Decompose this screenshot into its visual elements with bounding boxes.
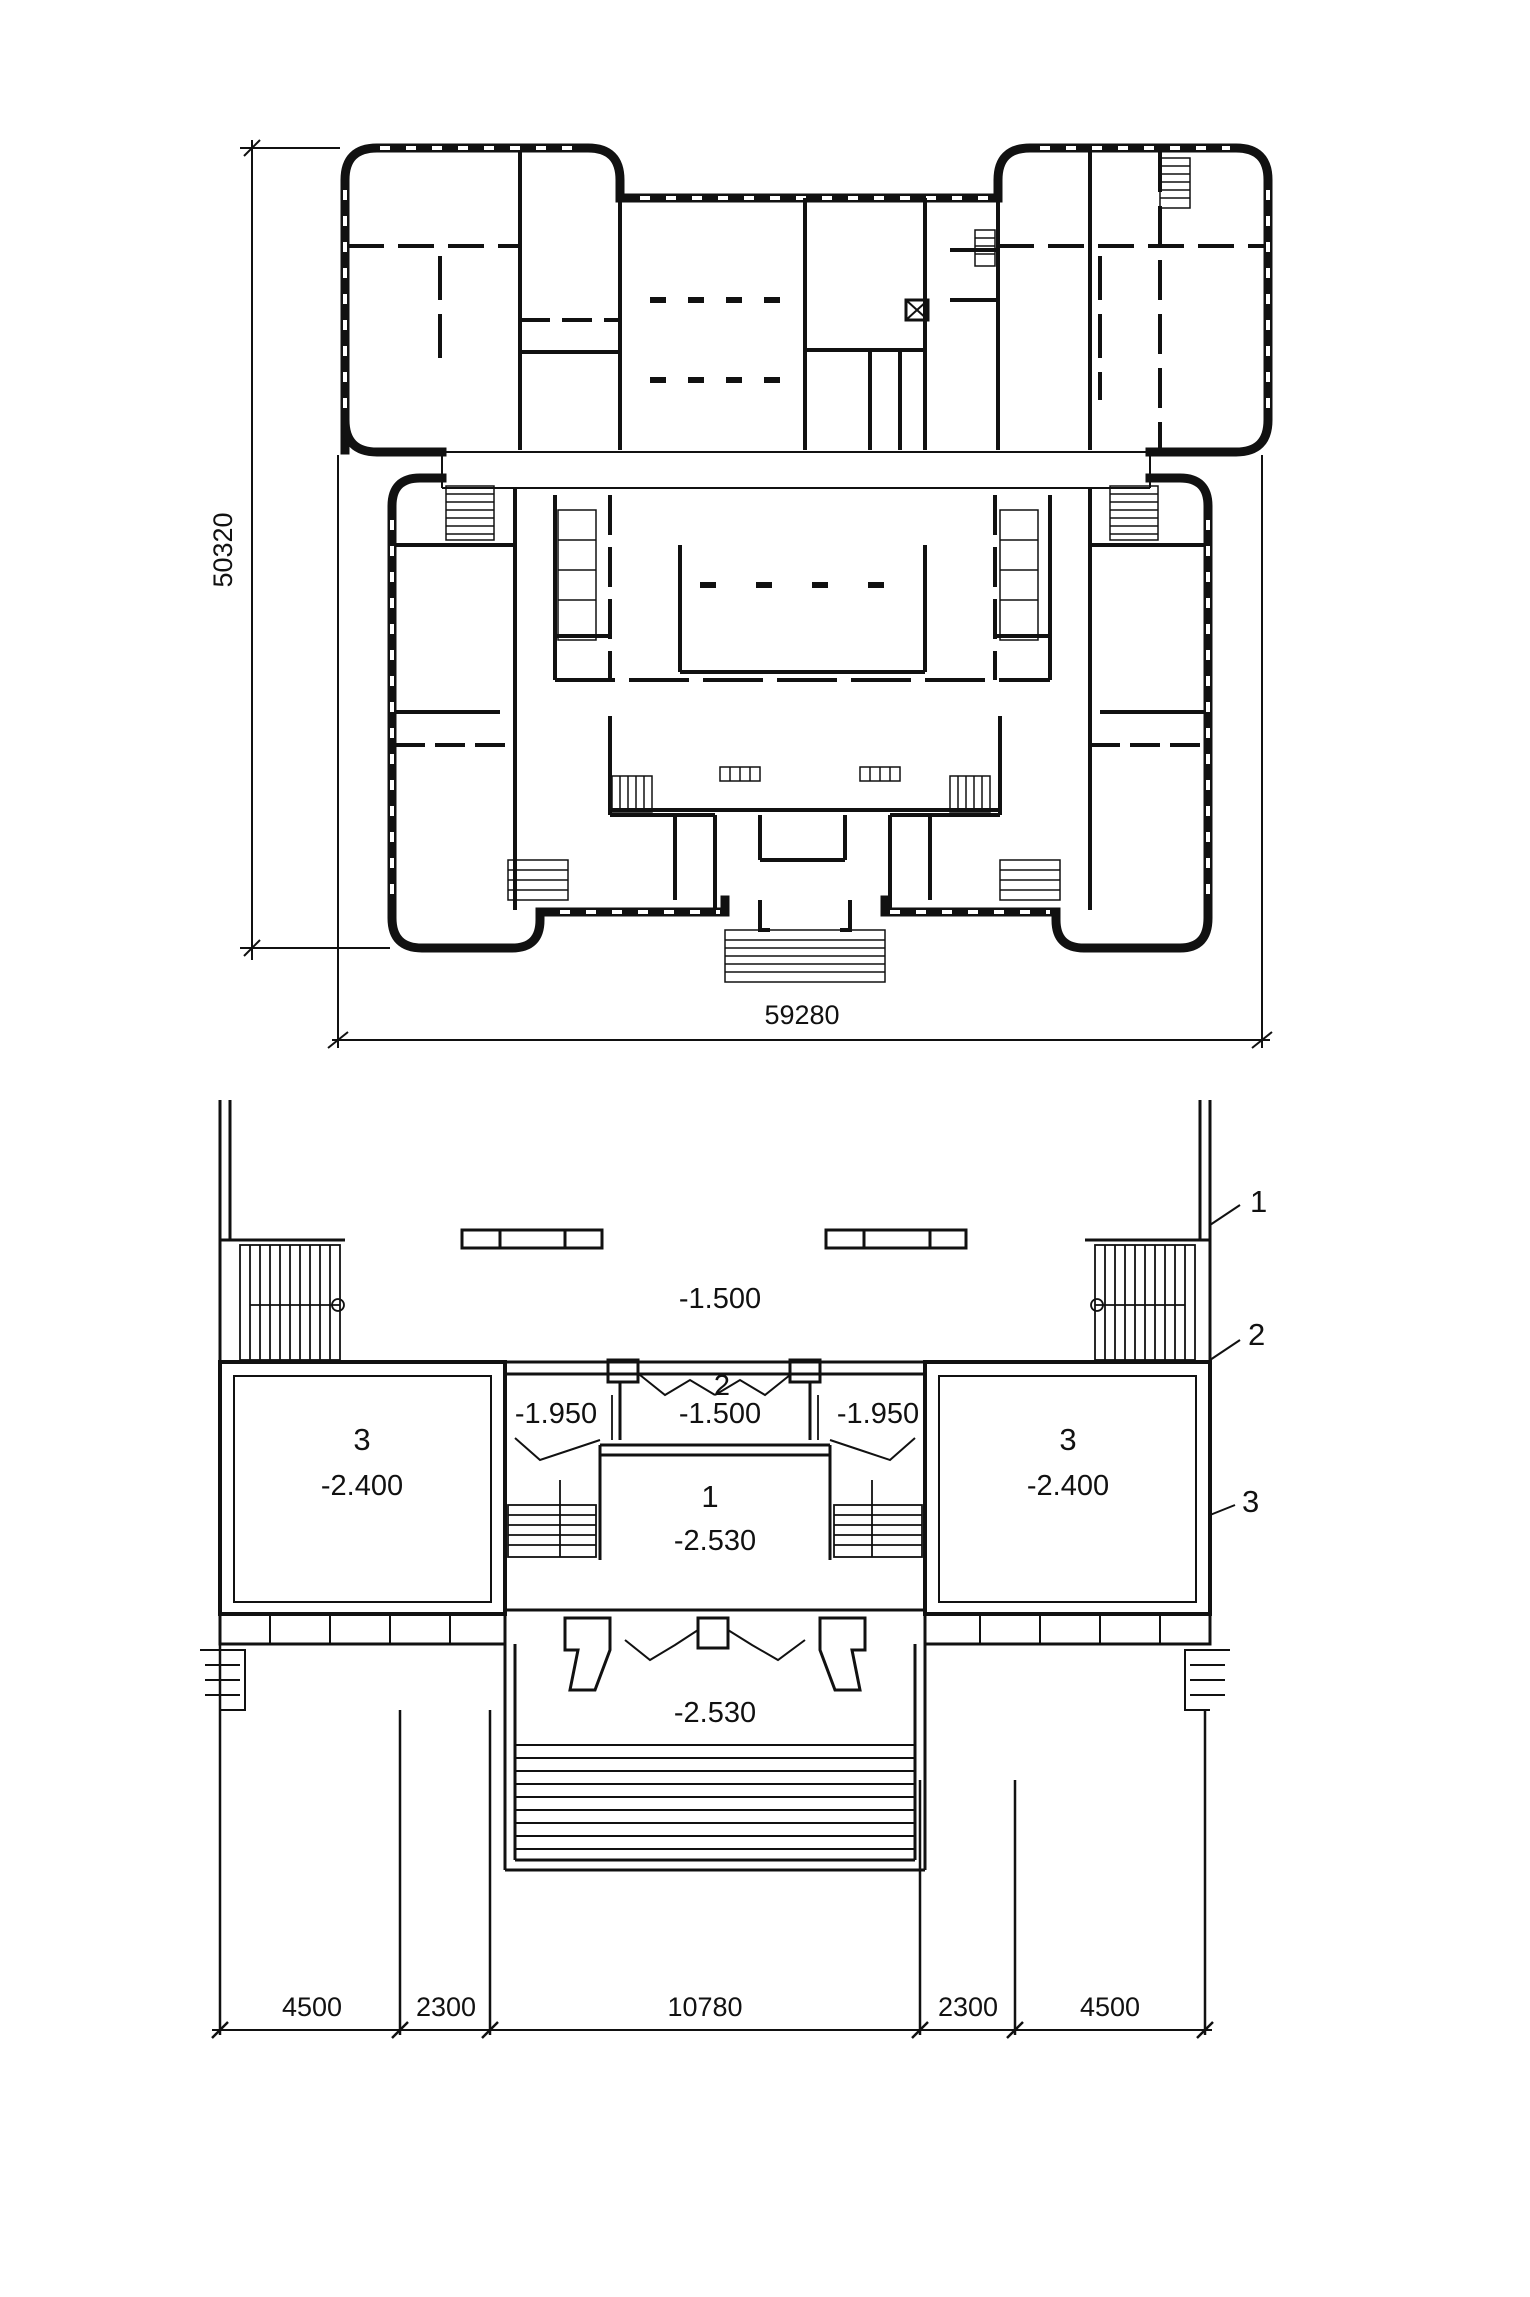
inner-stairs bbox=[507, 1395, 923, 1558]
interior-walls-top bbox=[348, 152, 1265, 450]
dim-center: 10780 bbox=[667, 1992, 742, 2022]
dim-right-gap: 2300 bbox=[938, 1992, 998, 2022]
elev-small-lobby: -1.500 bbox=[679, 1398, 761, 1430]
overall-depth-label: 50320 bbox=[208, 512, 238, 587]
side-room-left bbox=[218, 1360, 507, 1646]
extension-lines bbox=[211, 1644, 1214, 2039]
elev-right-landing: -1.950 bbox=[837, 1398, 919, 1430]
elev-porch: -2.530 bbox=[674, 1697, 756, 1729]
central-corridor bbox=[441, 451, 1151, 489]
side-room-right bbox=[923, 1360, 1212, 1646]
elev-left-landing: -1.950 bbox=[515, 1398, 597, 1430]
room-number-left: 3 bbox=[353, 1422, 370, 1457]
outer-walls-top-wings bbox=[340, 143, 1273, 457]
stairs-top-right bbox=[974, 157, 1191, 267]
upper-stairs-left bbox=[239, 1244, 345, 1361]
dim-left-room: 4500 bbox=[282, 1992, 342, 2022]
building-plan-top: 59280 50320 bbox=[208, 139, 1273, 1049]
upper-stairs-right bbox=[1090, 1244, 1196, 1361]
benches bbox=[460, 1228, 968, 1250]
stairs-bottom bbox=[445, 485, 1159, 901]
dimension-line-depth bbox=[240, 139, 390, 960]
callout-3: 3 bbox=[1242, 1484, 1259, 1519]
outer-walls-bottom-wings bbox=[387, 473, 1213, 953]
room-number-right: 3 bbox=[1059, 1422, 1076, 1457]
elev-vestibule: -2.530 bbox=[674, 1525, 756, 1557]
entrance-detail-plan: 4500 2300 10780 2300 4500 1 2 3 3 3 1 2 … bbox=[200, 1100, 1267, 2039]
dimension-line-width bbox=[327, 455, 1273, 1049]
central-block bbox=[503, 1358, 927, 1614]
outside-stairs bbox=[200, 1649, 1230, 1711]
porch-steps bbox=[515, 1744, 915, 1850]
elev-upper-hall: -1.500 bbox=[679, 1283, 761, 1315]
porch bbox=[503, 1616, 927, 1872]
elev-left-room: -2.400 bbox=[321, 1470, 403, 1502]
room-number-small-lobby: 2 bbox=[714, 1370, 730, 1402]
interior-walls-bottom bbox=[395, 488, 1205, 910]
upper-walls bbox=[218, 1100, 1212, 1360]
callout-leaders bbox=[1209, 1204, 1241, 1516]
dim-right-room: 4500 bbox=[1080, 1992, 1140, 2022]
entrance-steps-top bbox=[724, 900, 886, 983]
callout-1: 1 bbox=[1250, 1184, 1267, 1219]
hall-columns bbox=[650, 297, 790, 383]
callout-2: 2 bbox=[1248, 1317, 1265, 1352]
elevator-mark bbox=[904, 298, 930, 322]
elev-right-room: -2.400 bbox=[1027, 1470, 1109, 1502]
room-number-vestibule: 1 bbox=[701, 1479, 718, 1514]
overall-width-label: 59280 bbox=[764, 1000, 839, 1030]
dim-left-gap: 2300 bbox=[416, 1992, 476, 2022]
